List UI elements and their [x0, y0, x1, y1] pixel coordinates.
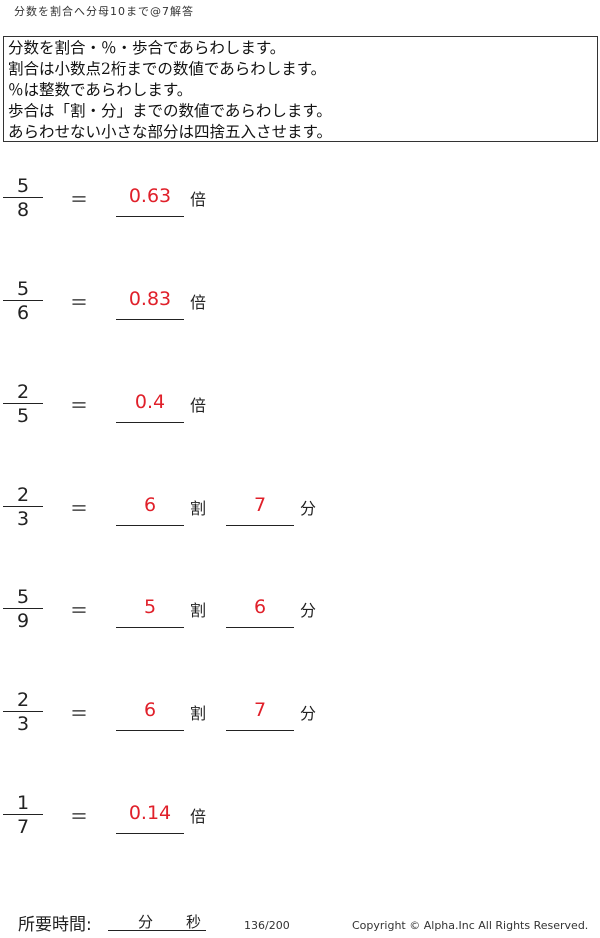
minutes-unit: 分	[138, 913, 154, 931]
problem-7: 1 7 ＝ 0.14 倍	[0, 792, 600, 883]
equals-sign: ＝	[70, 499, 88, 520]
equals-sign: ＝	[70, 396, 88, 417]
equals-sign: ＝	[70, 601, 88, 622]
instruction-line: ％は整数であらわします。	[8, 81, 193, 99]
fraction-bar	[3, 403, 43, 404]
answer-bu: 7	[253, 494, 267, 516]
instruction-line: 歩合は「割・分」までの数値であらわします。	[8, 102, 332, 120]
denominator: 6	[16, 302, 30, 324]
fraction-bar	[3, 711, 43, 712]
denominator: 3	[16, 713, 30, 735]
problem-3: 2 5 ＝ 0.4 倍	[0, 381, 600, 472]
problem-1: 5 8 ＝ 0.63 倍	[0, 175, 600, 266]
unit-wari: 割	[190, 704, 207, 723]
instruction-line: あらわせない小さな部分は四捨五入させます。	[8, 123, 332, 141]
denominator: 8	[16, 199, 30, 221]
instruction-line: 割合は小数点2桁までの数値であらわします。	[8, 60, 327, 78]
problem-2: 5 6 ＝ 0.83 倍	[0, 278, 600, 369]
unit-bai: 倍	[190, 190, 207, 209]
denominator: 9	[16, 610, 30, 632]
fraction-bar	[3, 506, 43, 507]
answer-underline	[116, 216, 184, 217]
denominator: 3	[16, 508, 30, 530]
equals-sign: ＝	[70, 807, 88, 828]
denominator: 5	[16, 405, 30, 427]
numerator: 5	[16, 175, 30, 197]
worksheet-title: 分数を割合へ分母10まで@7解答	[14, 5, 194, 18]
unit-bai: 倍	[190, 293, 207, 312]
copyright-notice: Copyright © Alpha.Inc All Rights Reserve…	[352, 919, 589, 932]
answer-decimal: 0.14	[128, 802, 172, 824]
answer-underline	[116, 833, 184, 834]
unit-bu: 分	[300, 601, 317, 620]
answer-underline	[116, 319, 184, 320]
time-label: 所要時間:	[18, 915, 92, 935]
numerator: 2	[16, 381, 30, 403]
answer-bu: 6	[253, 596, 267, 618]
answer-wari: 6	[143, 699, 157, 721]
numerator: 1	[16, 792, 30, 814]
fraction-bar	[3, 608, 43, 609]
problem-4: 2 3 ＝ 6 割 7 分	[0, 484, 600, 575]
unit-bu: 分	[300, 704, 317, 723]
unit-bai: 倍	[190, 807, 207, 826]
instructions-box: 分数を割合・％・歩合であらわします。 割合は小数点2桁までの数値であらわします。…	[3, 36, 598, 142]
answer-underline	[226, 525, 294, 526]
answer-underline	[226, 627, 294, 628]
numerator: 5	[16, 278, 30, 300]
unit-bai: 倍	[190, 396, 207, 415]
time-underline	[108, 930, 206, 931]
unit-wari: 割	[190, 601, 207, 620]
fraction-bar	[3, 814, 43, 815]
numerator: 5	[16, 586, 30, 608]
answer-underline	[226, 730, 294, 731]
answer-underline	[116, 525, 184, 526]
page-number: 136/200	[244, 919, 290, 932]
numerator: 2	[16, 484, 30, 506]
answer-underline	[116, 422, 184, 423]
numerator: 2	[16, 689, 30, 711]
answer-wari: 5	[143, 596, 157, 618]
unit-wari: 割	[190, 499, 207, 518]
answer-underline	[116, 627, 184, 628]
denominator: 7	[16, 816, 30, 838]
equals-sign: ＝	[70, 190, 88, 211]
answer-wari: 6	[143, 494, 157, 516]
seconds-unit: 秒	[186, 913, 202, 931]
problem-6: 2 3 ＝ 6 割 7 分	[0, 689, 600, 780]
equals-sign: ＝	[70, 704, 88, 725]
unit-bu: 分	[300, 499, 317, 518]
problem-5: 5 9 ＝ 5 割 6 分	[0, 586, 600, 677]
instruction-line: 分数を割合・％・歩合であらわします。	[8, 39, 286, 57]
answer-decimal: 0.83	[128, 288, 172, 310]
answer-decimal: 0.4	[134, 391, 166, 413]
fraction-bar	[3, 300, 43, 301]
answer-decimal: 0.63	[128, 185, 172, 207]
equals-sign: ＝	[70, 293, 88, 314]
answer-underline	[116, 730, 184, 731]
fraction-bar	[3, 197, 43, 198]
answer-bu: 7	[253, 699, 267, 721]
